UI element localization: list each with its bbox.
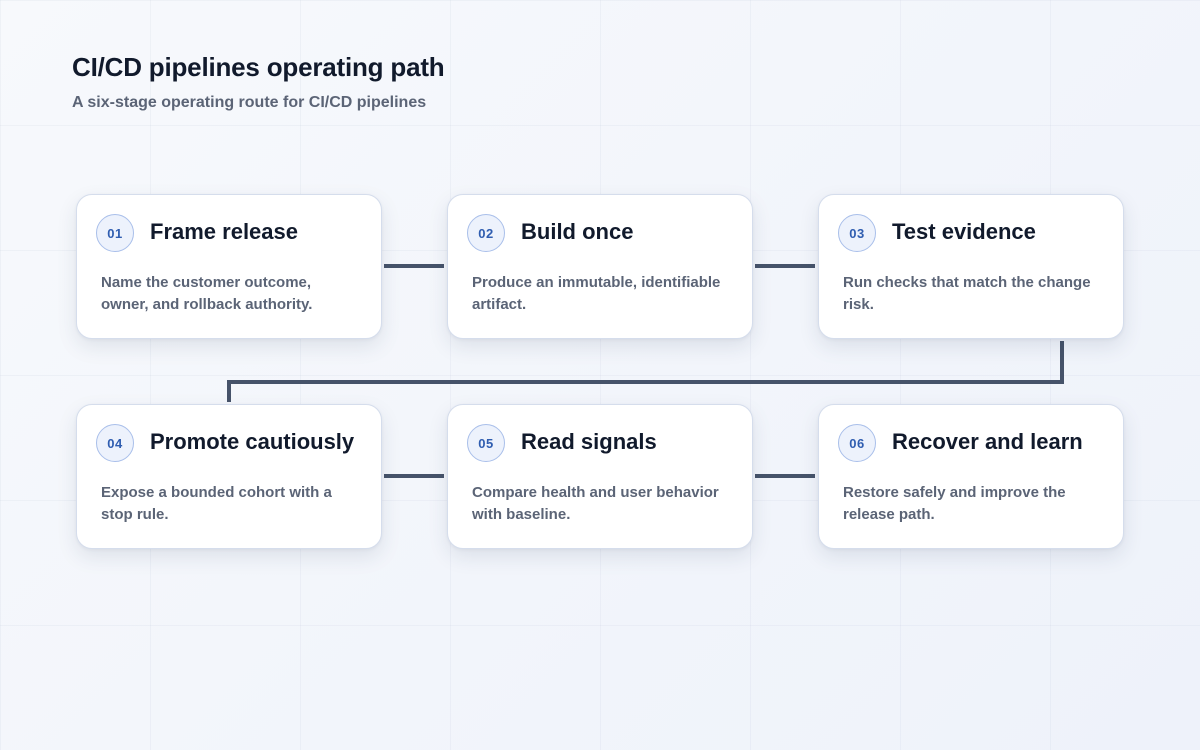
- stage-description: Restore safely and improve the release p…: [843, 484, 1066, 523]
- stage-title: Build once: [521, 219, 634, 244]
- stage-title: Promote cautiously: [150, 429, 355, 454]
- stage-card-recover-and-learn: 06 Recover and learn Restore safely and …: [818, 404, 1124, 549]
- stage-card-test-evidence: 03 Test evidence Run checks that match t…: [818, 194, 1124, 339]
- stage-card-frame-release: 01 Frame release Name the customer outco…: [76, 194, 382, 339]
- stage-card-build-once: 02 Build once Produce an immutable, iden…: [447, 194, 753, 339]
- stage-description: Produce an immutable, identifiable artif…: [472, 274, 721, 313]
- page-subtitle: A six-stage operating route for CI/CD pi…: [72, 94, 427, 111]
- stage-description: Compare health and user behavior with ba…: [472, 484, 719, 523]
- stage-number-badge: 05: [467, 424, 505, 462]
- stage-card-read-signals: 05 Read signals Compare health and user …: [447, 404, 753, 549]
- stage-card-promote-cautiously: 04 Promote cautiously Expose a bounded c…: [76, 404, 382, 549]
- stage-number-badge: 01: [96, 214, 134, 252]
- stage-description: Name the customer outcome, owner, and ro…: [101, 274, 313, 313]
- page-title: CI/CD pipelines operating path: [72, 52, 445, 82]
- stage-title: Read signals: [521, 429, 657, 454]
- stage-description: Expose a bounded cohort with a stop rule…: [101, 484, 332, 523]
- stage-title: Test evidence: [892, 219, 1036, 244]
- stage-number-badge: 06: [838, 424, 876, 462]
- stage-number-badge: 02: [467, 214, 505, 252]
- stage-description: Run checks that match the change risk.: [843, 274, 1091, 313]
- stage-title: Recover and learn: [892, 429, 1083, 454]
- stage-title: Frame release: [150, 219, 298, 244]
- stage-number-badge: 03: [838, 214, 876, 252]
- stage-number-badge: 04: [96, 424, 134, 462]
- connector-03-04: [227, 341, 1064, 402]
